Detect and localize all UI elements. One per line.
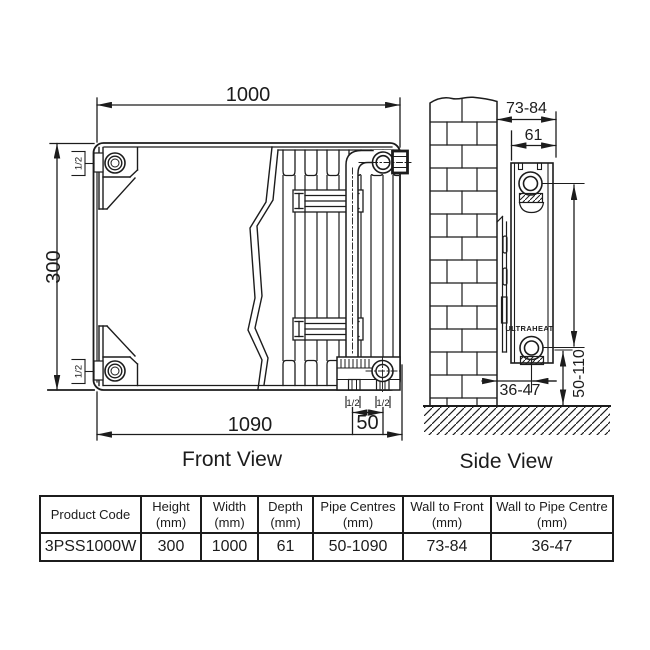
dim-floor-clearance: 50-110 bbox=[571, 349, 588, 398]
cell-width: 1000 bbox=[200, 532, 259, 562]
dim-connection-tl: 1/2 bbox=[74, 157, 85, 170]
col-pipe-centres: Pipe Centres(mm) bbox=[312, 495, 404, 534]
col-wall-to-front: Wall to Front(mm) bbox=[402, 495, 492, 534]
top-right-valve bbox=[358, 149, 412, 175]
wall-bracket-side bbox=[496, 215, 508, 353]
side-view: 73-84 61 50-110 36-47 ULTRAHEAT Side Vie… bbox=[423, 96, 611, 473]
dim-connection-br2: 1/2 bbox=[376, 398, 389, 409]
dim-height: 300 bbox=[43, 250, 65, 283]
dim-connection-bl: 1/2 bbox=[74, 365, 85, 378]
front-view-label: Front View bbox=[182, 448, 283, 471]
bottom-left-valve bbox=[93, 325, 139, 387]
brick-wall bbox=[429, 96, 498, 407]
dim-depth: 61 bbox=[525, 127, 543, 144]
spec-table: Product Code Height(mm) Width(mm) Depth(… bbox=[39, 495, 614, 562]
ground bbox=[423, 405, 611, 435]
col-height: Height(mm) bbox=[140, 495, 202, 534]
dim-width-bottom: 1090 bbox=[228, 414, 273, 436]
side-top-valve bbox=[518, 171, 545, 214]
col-depth: Depth(mm) bbox=[257, 495, 314, 534]
bottom-right-housing bbox=[336, 356, 401, 392]
cell-product-code: 3PSS1000W bbox=[39, 532, 142, 562]
dim-width-top: 1000 bbox=[226, 84, 271, 106]
col-wall-to-pipe-centre: Wall to Pipe Centre(mm) bbox=[490, 495, 614, 534]
top-left-valve bbox=[93, 146, 139, 210]
cell-height: 300 bbox=[140, 532, 202, 562]
front-dimensions bbox=[49, 97, 403, 441]
col-width: Width(mm) bbox=[200, 495, 259, 534]
dim-wall-to-front: 73-84 bbox=[506, 100, 547, 117]
convector-fins bbox=[277, 149, 399, 387]
riser-pipe bbox=[345, 149, 399, 358]
radiator-side-profile bbox=[510, 162, 554, 364]
cell-pipe-centres: 50-1090 bbox=[312, 532, 404, 562]
col-product-code: Product Code bbox=[39, 495, 142, 534]
side-view-label: Side View bbox=[459, 450, 553, 473]
cell-wall-to-front: 73-84 bbox=[402, 532, 492, 562]
dim-wall-to-pipe: 36-47 bbox=[500, 382, 541, 399]
cell-depth: 61 bbox=[257, 532, 314, 562]
spec-table-header-row: Product Code Height(mm) Width(mm) Depth(… bbox=[39, 495, 614, 534]
dim-connection-br1: 1/2 bbox=[346, 398, 359, 409]
spec-table-data-row: 3PSS1000W 300 1000 61 50-1090 73-84 36-4… bbox=[39, 532, 614, 562]
cutaway-edge bbox=[247, 146, 279, 390]
brand-label: ULTRAHEAT bbox=[505, 324, 553, 333]
front-view: 1000 300 1090 50 1/2 1/2 1/2 1/2 Front V… bbox=[43, 84, 412, 471]
cell-wall-to-pipe-centre: 36-47 bbox=[490, 532, 614, 562]
dim-pipe-gap: 50 bbox=[356, 412, 378, 434]
side-dimensions bbox=[481, 111, 585, 406]
